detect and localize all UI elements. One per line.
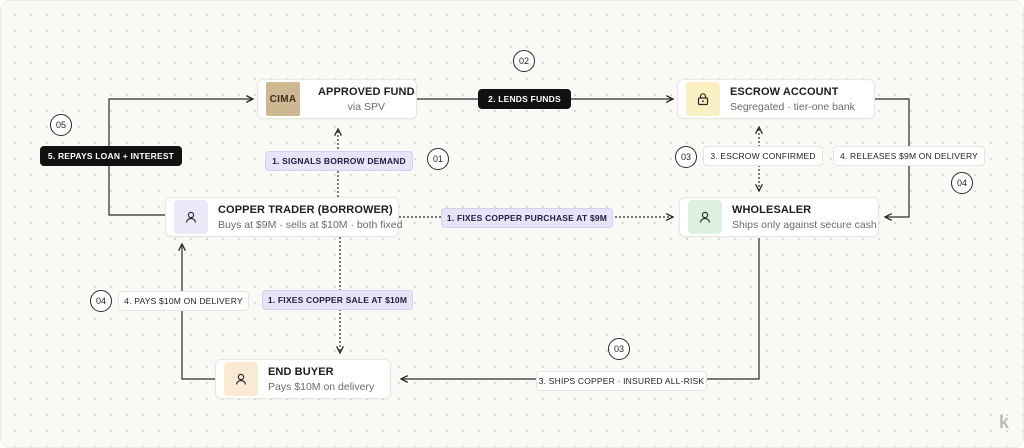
node-title: END BUYER bbox=[268, 365, 334, 378]
step-badge-03-ship: 03 bbox=[608, 338, 630, 360]
step-badge-04-pay: 04 bbox=[90, 290, 112, 312]
label-signals-demand: 1. SIGNALS BORROW DEMAND bbox=[265, 151, 413, 171]
label-releases-funds: 4. RELEASES $9M ON DELIVERY bbox=[833, 146, 985, 166]
node-title: ESCROW ACCOUNT bbox=[730, 85, 839, 98]
label-pays-trader: 4. PAYS $10M ON DELIVERY bbox=[118, 291, 249, 311]
node-title: WHOLESALER bbox=[732, 203, 812, 216]
arrow-ships-copper bbox=[401, 238, 760, 379]
step-badge-02: 02 bbox=[513, 50, 535, 72]
trader-badge bbox=[174, 200, 208, 234]
node-title: COPPER TRADER (BORROWER) bbox=[218, 203, 393, 216]
user-icon bbox=[185, 211, 197, 223]
node-wholesaler[interactable]: WHOLESALER Ships only against secure cas… bbox=[679, 197, 879, 237]
escrow-badge bbox=[686, 82, 720, 116]
label-escrow-confirmed: 3. ESCROW CONFIRMED bbox=[703, 146, 823, 166]
node-approved-fund[interactable]: CIMA APPROVED FUND via SPV bbox=[257, 79, 417, 119]
label-repays-loan: 5. REPAYS LOAN + INTEREST bbox=[40, 146, 182, 166]
node-subtitle: Segregated · tier-one bank bbox=[730, 100, 855, 113]
node-subtitle: via SPV bbox=[347, 100, 385, 113]
label-lends-funds: 2. LENDS FUNDS bbox=[478, 89, 571, 109]
brand-logo: k bbox=[998, 412, 1009, 432]
step-badge-05: 05 bbox=[50, 114, 72, 136]
label-ships-copper: 3. SHIPS COPPER · INSURED ALL-RISK bbox=[536, 371, 707, 391]
step-badge-03-escrow: 03 bbox=[675, 146, 697, 168]
user-icon bbox=[699, 211, 711, 223]
lock-icon bbox=[697, 93, 709, 106]
node-title: APPROVED FUND bbox=[318, 85, 415, 98]
step-badge-01: 01 bbox=[427, 148, 449, 170]
buyer-badge bbox=[224, 362, 258, 396]
wholesaler-badge bbox=[688, 200, 722, 234]
step-badge-04-release: 04 bbox=[951, 172, 973, 194]
label-fixes-purchase: 1. FIXES COPPER PURCHASE AT $9M bbox=[441, 208, 613, 228]
node-copper-trader[interactable]: COPPER TRADER (BORROWER) Buys at $9M · s… bbox=[165, 197, 403, 237]
node-subtitle: Pays $10M on delivery bbox=[268, 380, 375, 393]
node-end-buyer[interactable]: END BUYER Pays $10M on delivery bbox=[215, 359, 391, 399]
cima-logo: CIMA bbox=[266, 82, 300, 116]
node-escrow-account[interactable]: ESCROW ACCOUNT Segregated · tier-one ban… bbox=[677, 79, 875, 119]
user-icon bbox=[235, 373, 247, 385]
label-fixes-sale: 1. FIXES COPPER SALE AT $10M bbox=[262, 290, 413, 310]
arrow-pays-trader bbox=[182, 244, 215, 380]
node-subtitle: Ships only against secure cash bbox=[732, 218, 877, 231]
node-subtitle: Buys at $9M · sells at $10M · both fixed bbox=[218, 218, 403, 231]
